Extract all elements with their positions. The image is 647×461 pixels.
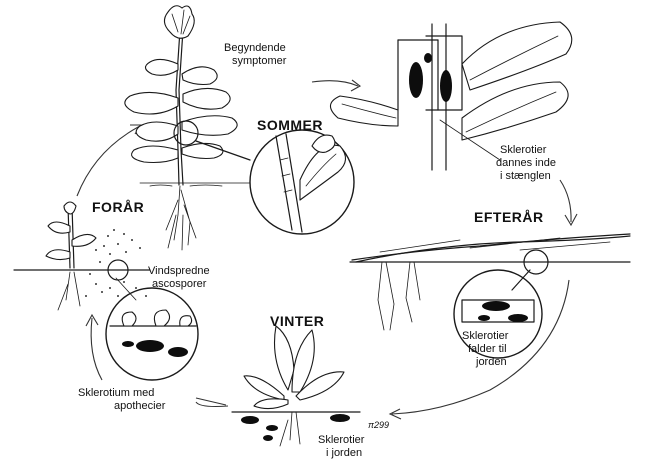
season-spring: FORÅR: [92, 199, 144, 215]
label-early-symptoms: Begyndende symptomer: [224, 42, 289, 67]
label-sclerotia-form: Sklerotier dannes inde i stænglen: [496, 144, 559, 182]
winter-plant: [232, 326, 360, 446]
artist-signature: π299: [368, 420, 389, 430]
arrow-bottom-left: [91, 318, 102, 380]
label-sclerotia-ground: Sklerotier i jorden: [318, 434, 368, 459]
summer-detail-circle: [250, 130, 354, 234]
season-winter: VINTER: [270, 313, 324, 329]
arrow-spring-to-summer: [77, 126, 140, 196]
season-autumn: EFTERÅR: [474, 209, 544, 225]
arrow-winter-to-spring-b: [196, 398, 226, 405]
spring-plant: [14, 202, 198, 380]
apothecia-detail-circle: [106, 288, 198, 380]
season-summer: SOMMER: [257, 117, 323, 133]
label-wind-spores: Vindspredne ascosporer: [148, 265, 213, 290]
label-sclerotium-apothecia: Sklerotium med apothecier: [78, 387, 166, 412]
arrow-summer-to-autumn-top: [312, 81, 358, 86]
label-sclerotia-fall: Sklerotier falder til jorden: [462, 330, 512, 368]
